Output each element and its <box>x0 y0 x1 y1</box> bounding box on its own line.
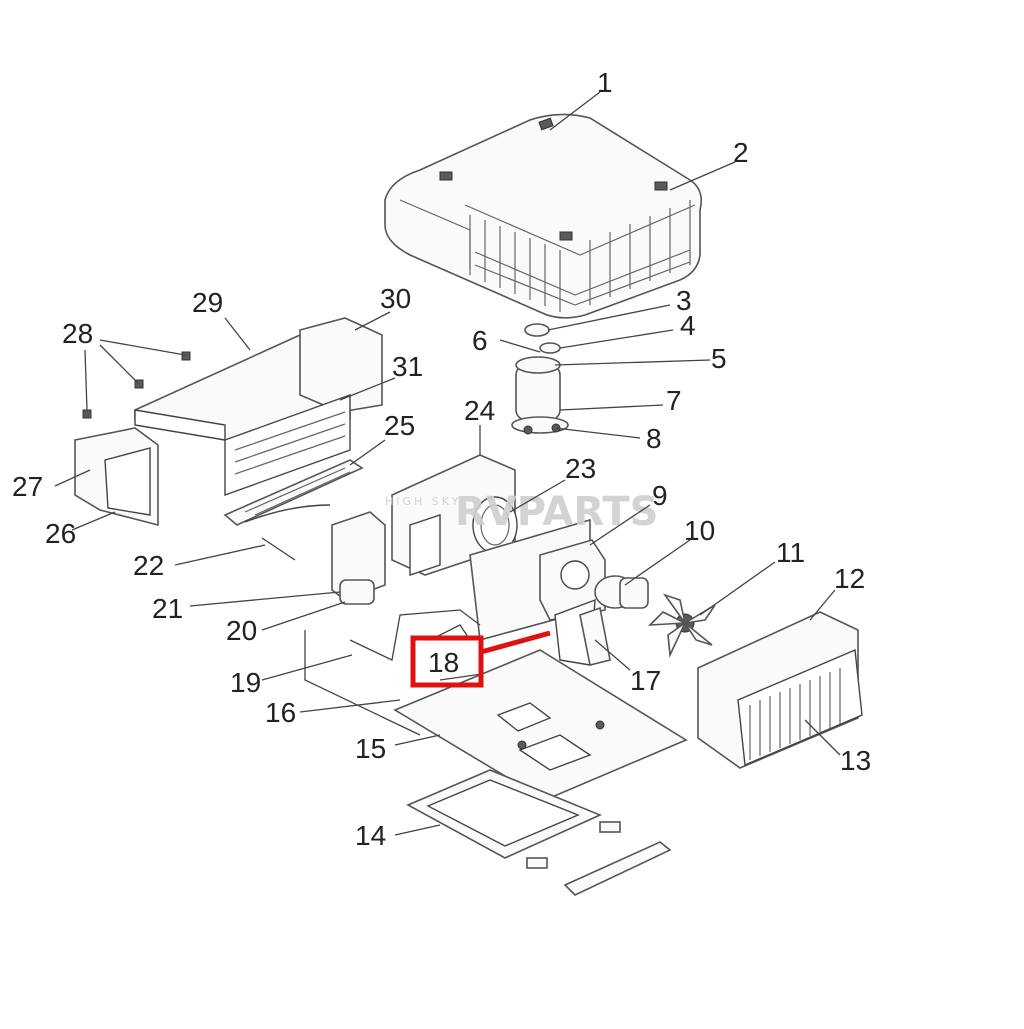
callout-24: 24 <box>464 395 495 426</box>
callout-11: 11 <box>776 537 805 568</box>
callout-22: 22 <box>133 550 164 581</box>
callout-20: 20 <box>226 615 257 646</box>
compressor-assembly <box>511 323 569 435</box>
wire-harness <box>261 537 296 561</box>
side-panel-assembly <box>74 351 191 527</box>
control-box-assembly <box>134 317 383 526</box>
callout-16: 16 <box>265 697 296 728</box>
callout-23: 23 <box>565 453 596 484</box>
callout-14: 14 <box>355 820 386 851</box>
fan-blade <box>647 593 716 658</box>
watermark: HIGH SKY RVPARTS <box>385 489 658 535</box>
leader-lines <box>54 91 841 836</box>
bracket-17 <box>579 606 611 666</box>
callout-28: 28 <box>62 318 93 349</box>
callout-15: 15 <box>355 733 386 764</box>
callout-7: 7 <box>666 385 682 416</box>
callout-17: 17 <box>630 665 661 696</box>
callout-18: 18 <box>428 647 459 678</box>
callout-5: 5 <box>711 343 727 374</box>
highlight-18 <box>410 630 551 688</box>
callout-19: 19 <box>230 667 261 698</box>
highlight-pointer <box>480 630 551 655</box>
condenser-assembly <box>697 611 863 769</box>
callout-21: 21 <box>152 593 183 624</box>
callout-labels: 1 2 3 4 5 6 7 8 9 10 11 12 13 14 15 16 1… <box>12 67 871 851</box>
callout-8: 8 <box>646 423 662 454</box>
callout-6: 6 <box>472 325 488 356</box>
gasket-frame <box>406 769 672 896</box>
callout-25: 25 <box>384 410 415 441</box>
callout-13: 13 <box>840 745 871 776</box>
callout-1: 1 <box>597 67 613 98</box>
watermark-small: HIGH SKY <box>385 495 461 508</box>
shroud-assembly <box>384 113 703 319</box>
motor-fan-assembly <box>469 518 716 666</box>
watermark-brand: RVPARTS <box>455 489 658 535</box>
callout-26: 26 <box>45 518 76 549</box>
highlight-box <box>410 635 484 688</box>
callout-27: 27 <box>12 471 43 502</box>
callout-3: 3 <box>676 285 692 316</box>
callout-29: 29 <box>192 287 223 318</box>
callout-9: 9 <box>652 480 668 511</box>
callout-10: 10 <box>684 515 715 546</box>
capacitor-assembly <box>331 511 386 605</box>
callout-2: 2 <box>733 137 749 168</box>
callout-12: 12 <box>834 563 865 594</box>
callout-4: 4 <box>680 310 696 341</box>
callout-30: 30 <box>380 283 411 314</box>
callout-31: 31 <box>392 351 423 382</box>
